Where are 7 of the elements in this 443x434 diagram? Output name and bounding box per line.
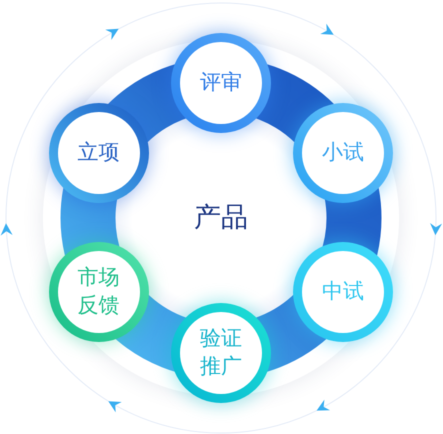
stage-label: 验证推广	[198, 325, 243, 380]
stage-label: 市场反馈	[76, 264, 120, 319]
stage-label: 中试	[322, 278, 364, 306]
stage-label: 小试	[322, 139, 364, 166]
stage-label: 评审	[200, 69, 242, 96]
stage-label: 立项	[78, 139, 120, 166]
center-label: 产品	[194, 201, 248, 236]
